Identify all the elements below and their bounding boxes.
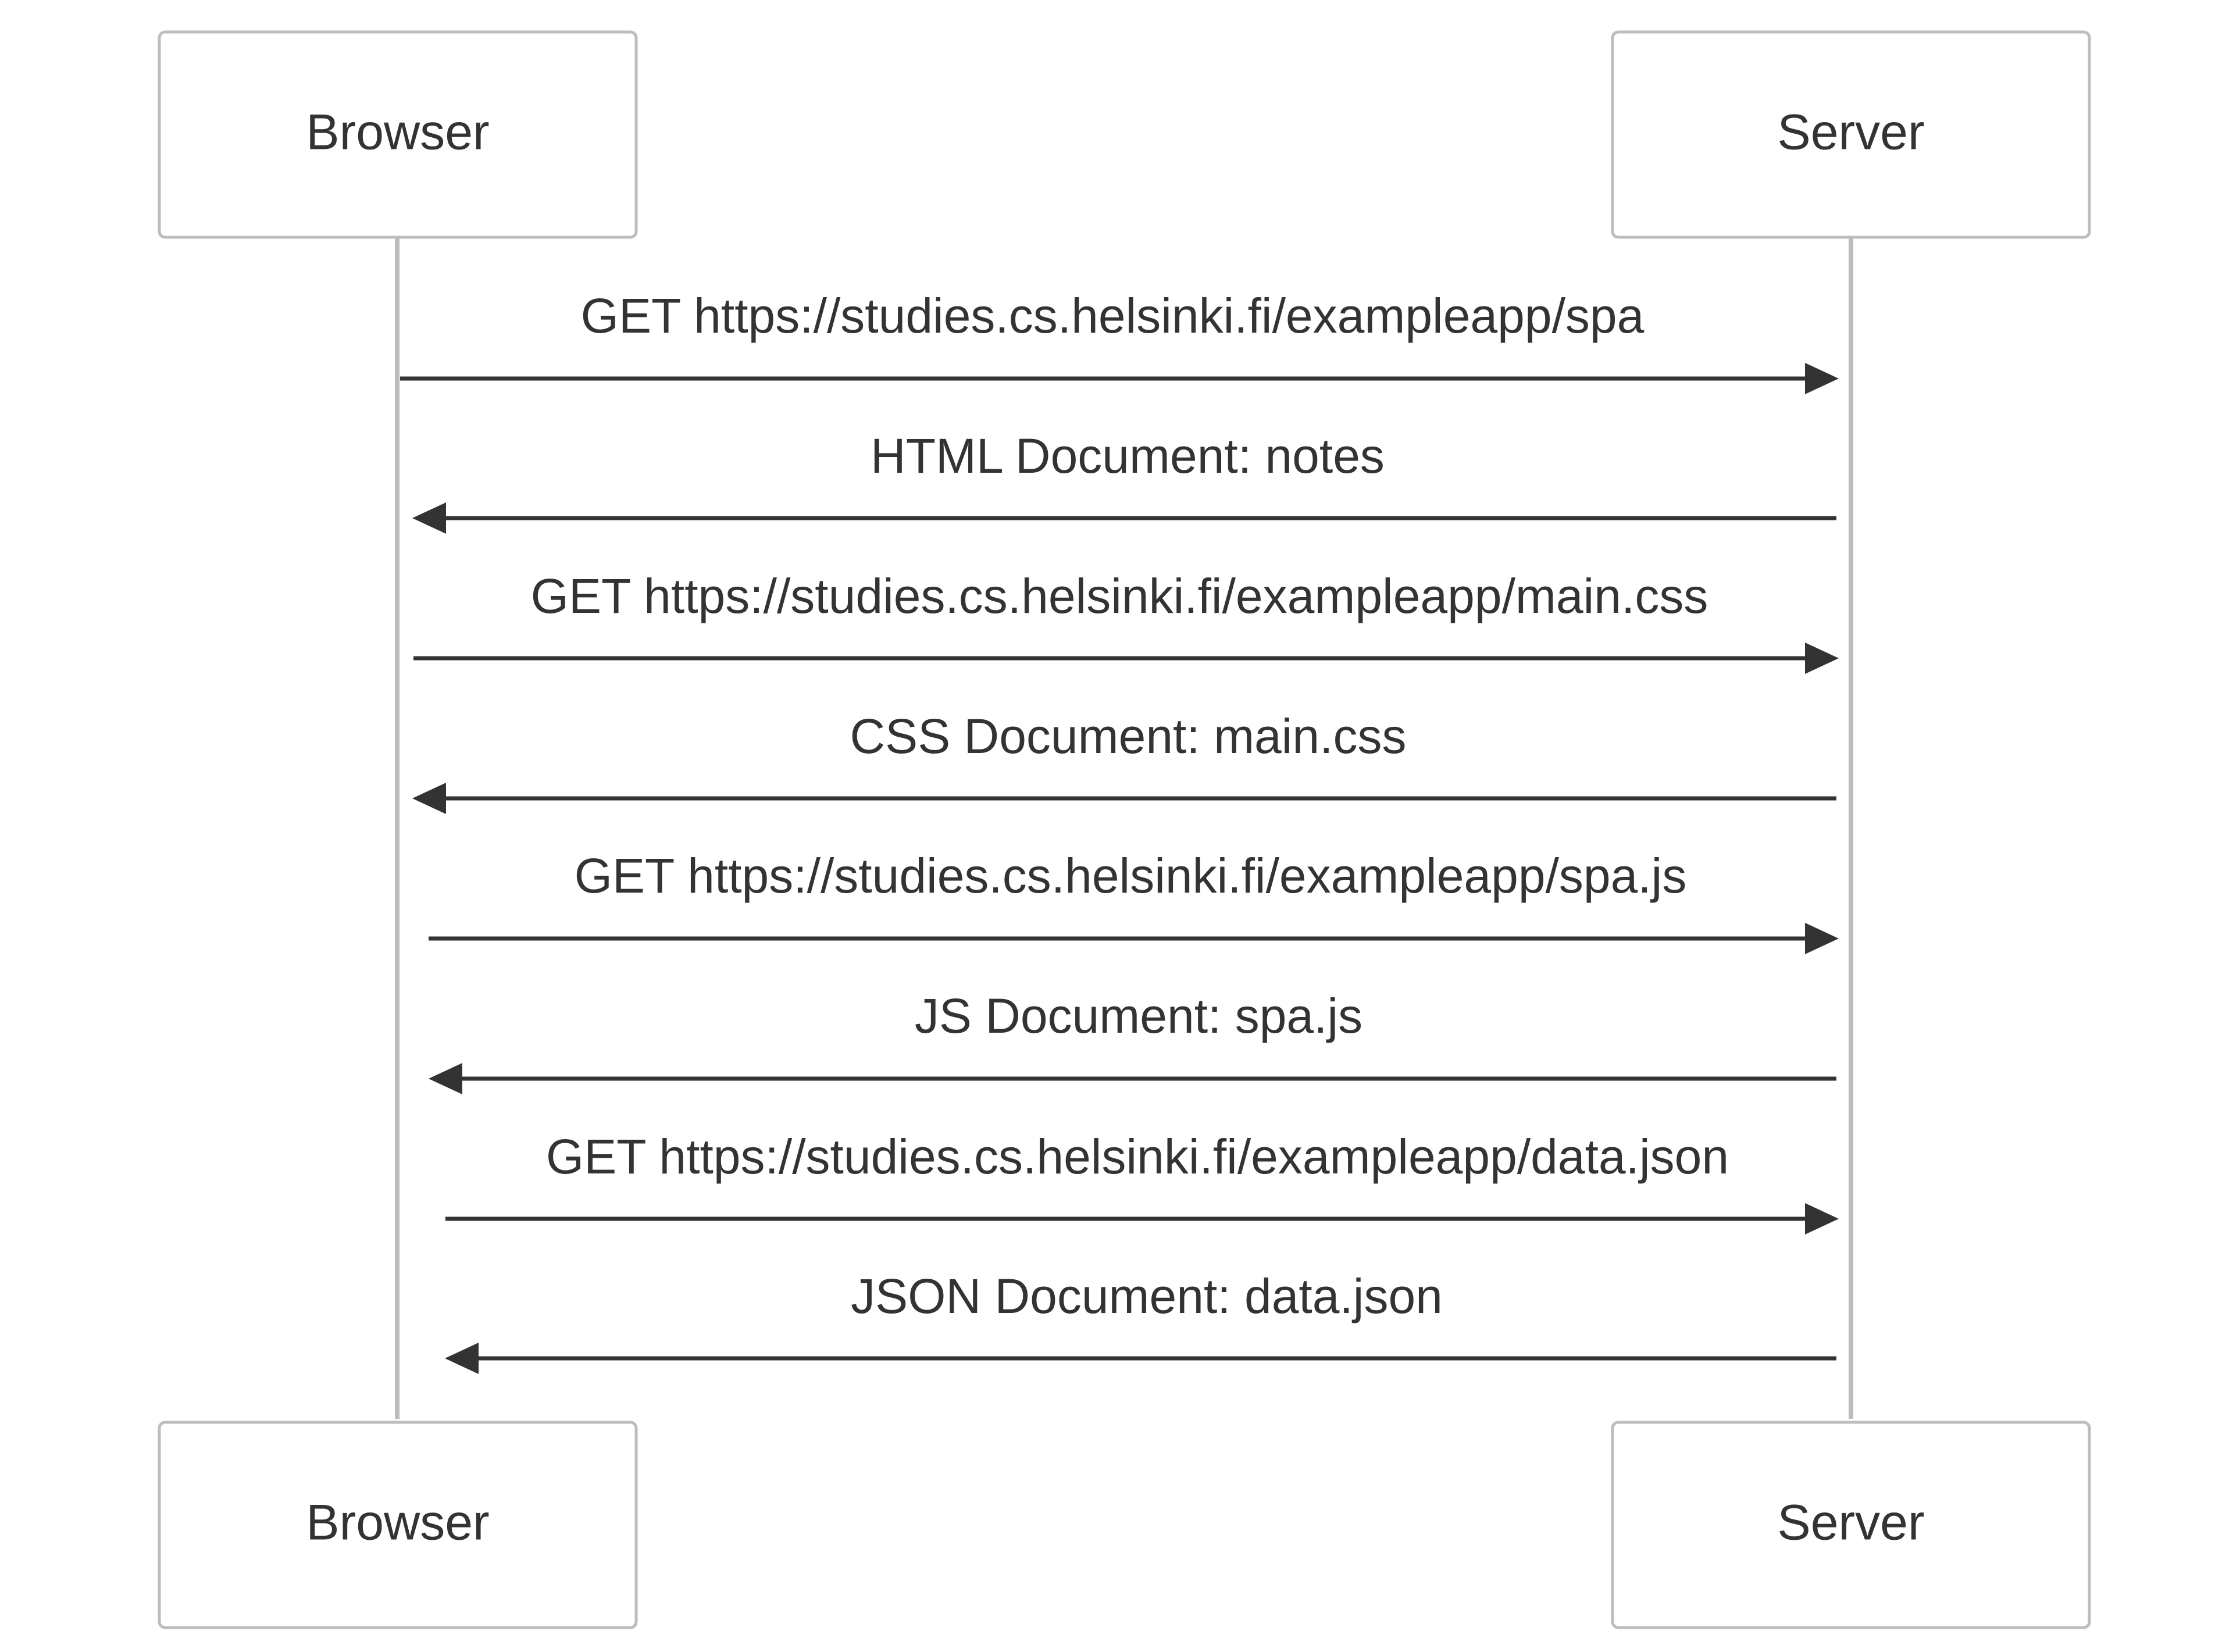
- message-7-label: GET https://studies.cs.helsinki.fi/examp…: [546, 1129, 1729, 1184]
- actor-server-bottom: Server: [1611, 1421, 2091, 1629]
- message-6-label: JS Document: spa.js: [915, 989, 1362, 1043]
- message-3-label: GET https://studies.cs.helsinki.fi/examp…: [531, 569, 1708, 623]
- message-8-arrowhead: [445, 1343, 479, 1374]
- message-2-arrowhead: [412, 502, 446, 534]
- message-1-arrowhead: [1805, 363, 1839, 394]
- message-4-label: CSS Document: main.css: [850, 709, 1407, 763]
- actor-browser-top-label: Browser: [306, 105, 489, 160]
- message-2-label: HTML Document: notes: [871, 429, 1385, 483]
- message-8-label: JSON Document: data.json: [851, 1269, 1443, 1323]
- message-7: GET https://studies.cs.helsinki.fi/examp…: [445, 1129, 1839, 1234]
- actor-server-top-label: Server: [1777, 105, 1924, 160]
- actor-browser-top: Browser: [158, 30, 638, 239]
- message-4: CSS Document: main.css: [412, 709, 1836, 814]
- message-3-arrowhead: [1805, 643, 1839, 674]
- message-3: GET https://studies.cs.helsinki.fi/examp…: [413, 569, 1839, 674]
- message-1: GET https://studies.cs.helsinki.fi/examp…: [400, 288, 1839, 394]
- message-4-arrowhead: [412, 783, 446, 814]
- message-5: GET https://studies.cs.helsinki.fi/examp…: [429, 848, 1839, 954]
- message-2: HTML Document: notes: [412, 429, 1836, 534]
- actor-server-bottom-label: Server: [1777, 1495, 1924, 1551]
- message-5-arrowhead: [1805, 923, 1839, 954]
- actor-server-top: Server: [1611, 30, 2091, 239]
- message-7-arrowhead: [1805, 1203, 1839, 1234]
- actor-browser-bottom: Browser: [158, 1421, 638, 1629]
- message-1-label: GET https://studies.cs.helsinki.fi/examp…: [581, 288, 1645, 343]
- message-6-arrowhead: [429, 1063, 462, 1094]
- message-8: JSON Document: data.json: [445, 1269, 1836, 1374]
- message-5-label: GET https://studies.cs.helsinki.fi/examp…: [575, 848, 1687, 903]
- message-6: JS Document: spa.js: [429, 989, 1836, 1094]
- actor-browser-bottom-label: Browser: [306, 1495, 489, 1551]
